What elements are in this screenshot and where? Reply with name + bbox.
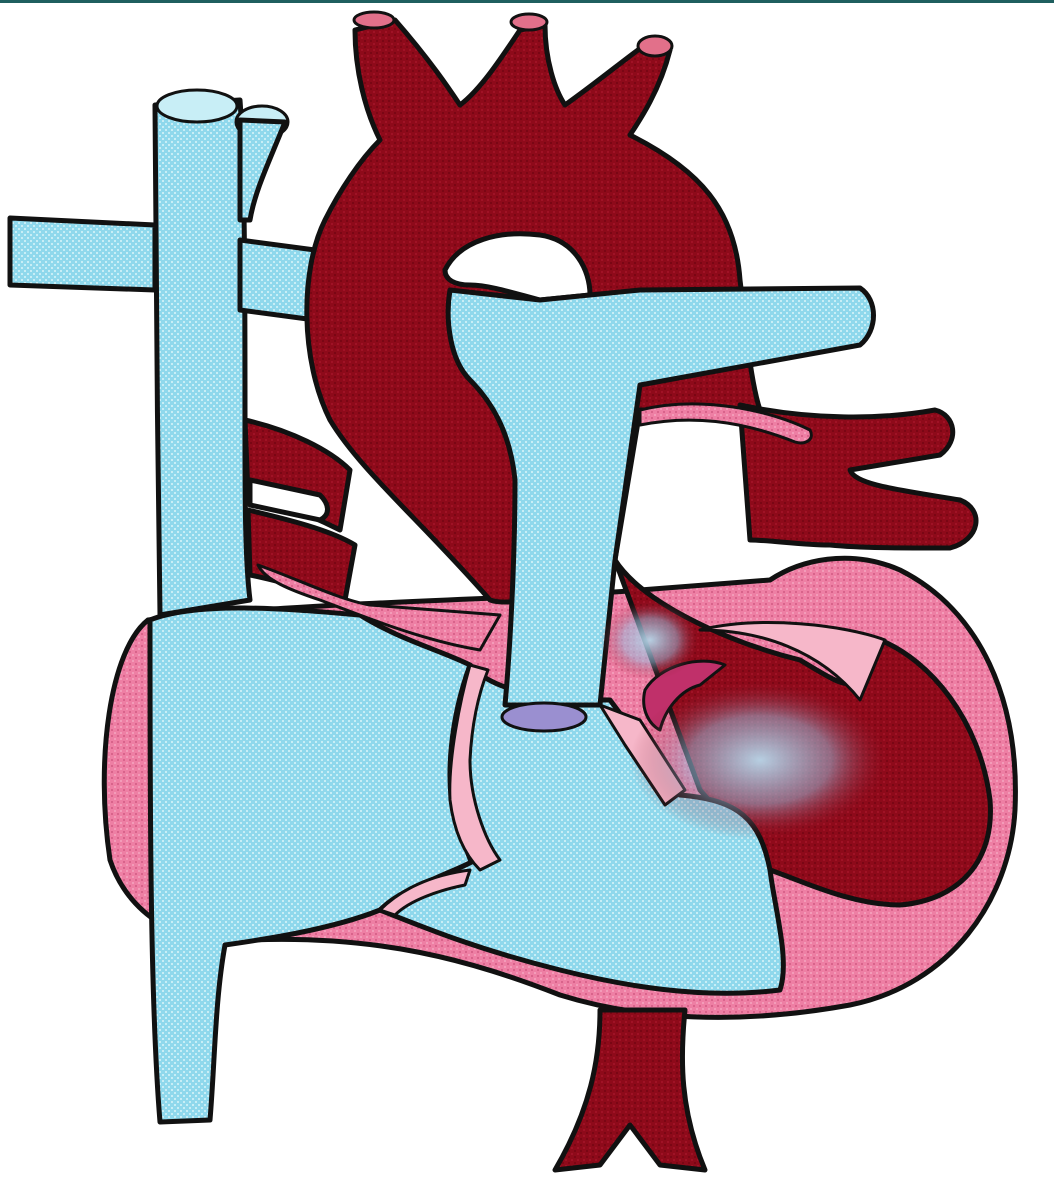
pulmonary-vein-wall [640,404,811,443]
right-pulmonary-artery [10,218,155,290]
descending-aorta [555,1010,705,1170]
pulmonary-artery-connector [240,240,315,320]
subclavian-tip [638,36,672,56]
superior-vena-cava [155,100,250,615]
brachiocephalic-tip [354,12,394,28]
svc-branch [240,120,285,220]
carotid-tip [511,14,547,30]
right-atrium [150,608,474,1122]
svc-opening-large [157,90,237,122]
pulmonary-valve [502,703,586,731]
mixing-flow [630,680,890,840]
mixing-flow-upper [600,600,700,680]
